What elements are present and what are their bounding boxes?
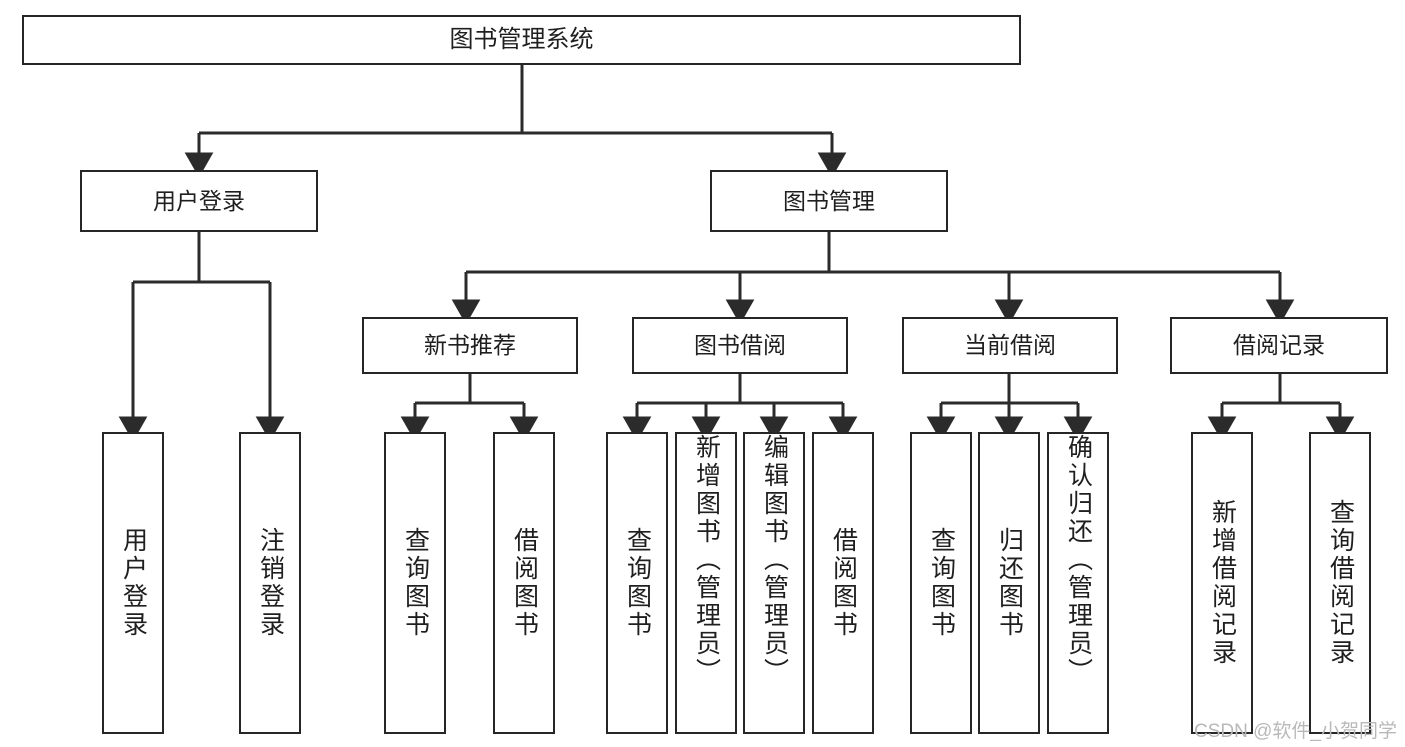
node-leaf-user-login[interactable]: 用户登录: [102, 432, 164, 734]
node-leaf-add-borrow-record[interactable]: 新增借阅记录: [1191, 432, 1253, 734]
node-label: 借阅图书: [829, 527, 858, 639]
node-label: 图书借阅: [694, 332, 786, 359]
node-label: 确认归还（管理员）: [1064, 434, 1093, 686]
node-leaf-borrow-book-1[interactable]: 借阅图书: [493, 432, 555, 734]
node-leaf-logout[interactable]: 注销登录: [239, 432, 301, 734]
node-user-login[interactable]: 用户登录: [80, 170, 318, 232]
node-label: 用户登录: [153, 187, 245, 214]
node-leaf-query-book-1[interactable]: 查询图书: [384, 432, 446, 734]
node-label: 借阅记录: [1233, 332, 1325, 359]
node-leaf-edit-book[interactable]: 编辑图书（管理员）: [743, 432, 805, 734]
node-leaf-query-book-3[interactable]: 查询图书: [910, 432, 972, 734]
node-label: 归还图书: [995, 527, 1024, 639]
node-borrowing-record[interactable]: 借阅记录: [1170, 317, 1388, 374]
node-leaf-query-borrow-record[interactable]: 查询借阅记录: [1309, 432, 1371, 734]
node-leaf-query-book-2[interactable]: 查询图书: [606, 432, 668, 734]
node-leaf-return-book[interactable]: 归还图书: [978, 432, 1040, 734]
node-label: 查询借阅记录: [1326, 499, 1355, 667]
node-new-book-recommendation[interactable]: 新书推荐: [362, 317, 578, 374]
node-label: 图书管理: [783, 187, 875, 214]
node-label: 编辑图书（管理员）: [760, 434, 789, 686]
node-leaf-confirm-return[interactable]: 确认归还（管理员）: [1047, 432, 1109, 734]
watermark: CSDN @软件_小贺同学: [1194, 721, 1397, 742]
node-book-management[interactable]: 图书管理: [710, 170, 948, 232]
node-label: 当前借阅: [964, 332, 1056, 359]
node-current-borrowing[interactable]: 当前借阅: [902, 317, 1118, 374]
node-book-borrowing[interactable]: 图书借阅: [632, 317, 848, 374]
node-label: 借阅图书: [510, 527, 539, 639]
node-label: 查询图书: [623, 527, 652, 639]
node-label: 用户登录: [119, 527, 148, 639]
node-label: 新书推荐: [424, 332, 516, 359]
node-label: 查询图书: [927, 527, 956, 639]
node-root-book-management-system[interactable]: 图书管理系统: [22, 15, 1021, 65]
node-label: 注销登录: [256, 527, 285, 639]
node-leaf-borrow-book-2[interactable]: 借阅图书: [812, 432, 874, 734]
node-leaf-add-book[interactable]: 新增图书（管理员）: [675, 432, 737, 734]
node-label: 查询图书: [401, 527, 430, 639]
node-label: 新增图书（管理员）: [692, 434, 721, 686]
node-label: 图书管理系统: [449, 26, 594, 54]
node-label: 新增借阅记录: [1208, 499, 1237, 667]
